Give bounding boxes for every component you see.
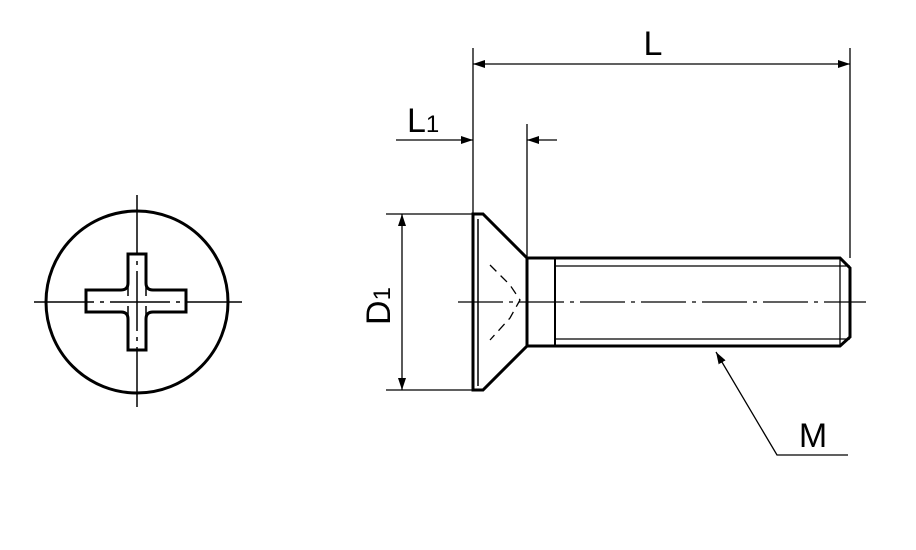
recess-inner-lines xyxy=(127,283,147,319)
label-head-diameter: D1 xyxy=(360,287,398,325)
label-head-length-sub: 1 xyxy=(426,111,439,138)
leader-line-thread xyxy=(715,351,848,456)
label-head-diameter-main: D xyxy=(360,300,398,325)
label-head-length: L1 xyxy=(407,102,439,140)
label-head-length-main: L xyxy=(407,102,426,140)
phillips-recess-icon xyxy=(84,252,188,352)
screw-side-view xyxy=(458,212,866,392)
label-thread: M xyxy=(799,417,827,455)
dimension-lines xyxy=(386,48,851,456)
label-length: L xyxy=(644,25,663,63)
head-top-view xyxy=(34,195,242,410)
center-lines xyxy=(34,195,242,410)
label-head-diameter-sub: 1 xyxy=(369,287,396,300)
recess-hidden-line xyxy=(489,264,521,341)
